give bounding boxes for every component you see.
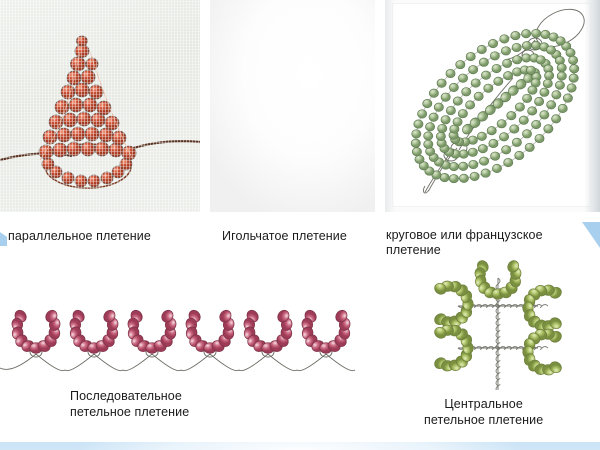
paper-shadow-right <box>584 0 600 212</box>
image-parallel-weaving <box>0 0 200 212</box>
fabric-texture <box>0 0 200 212</box>
caption-sequential-weaving: Последовательное петельное плетение <box>70 389 190 419</box>
sequential-loops-illustration <box>0 309 356 372</box>
paper-shadow-left <box>385 0 395 212</box>
parallel-cone-illustration <box>0 35 200 189</box>
central-loops-illustration <box>434 260 562 405</box>
french-oval-rows-illustration <box>410 8 585 194</box>
diagram-sequential-loop-weaving <box>0 284 360 384</box>
image-needle-weaving <box>210 0 375 212</box>
caption-parallel-weaving: параллельное плетение <box>8 229 151 243</box>
slide-accent-nub <box>0 232 7 246</box>
caption-central-backdrop <box>416 390 560 438</box>
caption-french-weaving: круговое или французское плетение <box>386 228 543 257</box>
photo-glow <box>210 0 375 212</box>
diagram-central-loop-weaving <box>408 260 588 405</box>
caption-needle-weaving: Игольчатое плетение <box>222 229 347 243</box>
image-french-weaving <box>385 0 600 212</box>
caption-central-weaving: Центральное петельное плетение <box>424 397 544 427</box>
